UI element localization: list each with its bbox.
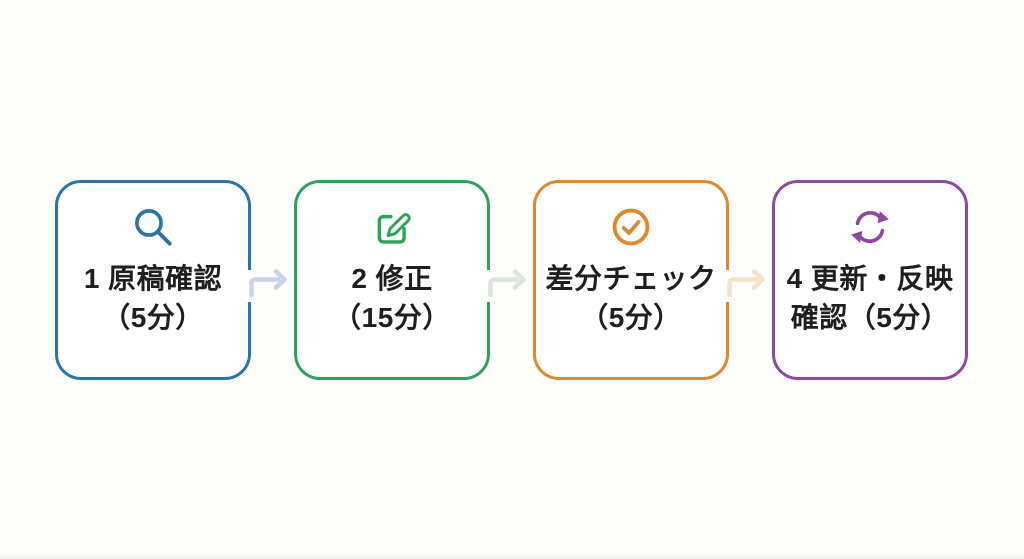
flow-arrow-1 <box>248 269 287 302</box>
check-circle-icon <box>612 208 650 246</box>
bottom-edge-shadow <box>0 553 1024 559</box>
step-label-line1: 2 修正 <box>351 263 433 294</box>
step-card-update-reflect: 4 更新・反映 確認（5分） <box>772 180 968 380</box>
step-label-line1: 4 更新・反映 <box>786 263 954 294</box>
step-label: 4 更新・反映 確認（5分） <box>787 260 954 337</box>
step-label-line2: （5分） <box>102 301 204 333</box>
step-label-line2: （15分） <box>333 301 451 333</box>
edit-icon <box>377 213 411 244</box>
step-label-line1: 差分チェック <box>545 263 717 294</box>
step-label: 差分チェック （5分） <box>545 260 716 337</box>
step-label-line2: （5分） <box>580 301 682 333</box>
step-card-original-check: 1 原稿確認 （5分） <box>55 180 251 380</box>
flow-arrow-3 <box>726 269 765 302</box>
step-label: 1 原稿確認 （5分） <box>84 260 222 337</box>
flow-arrow-2 <box>487 269 526 302</box>
step-label-line2: 確認（5分） <box>790 301 950 333</box>
search-icon <box>135 209 172 246</box>
step-card-diff-check: 差分チェック （5分） <box>533 180 729 380</box>
step-label-line1: 1 原稿確認 <box>83 263 223 294</box>
step-card-revision: 2 修正 （15分） <box>294 180 490 380</box>
step-label: 2 修正 （15分） <box>333 260 451 337</box>
refresh-icon <box>851 211 889 243</box>
